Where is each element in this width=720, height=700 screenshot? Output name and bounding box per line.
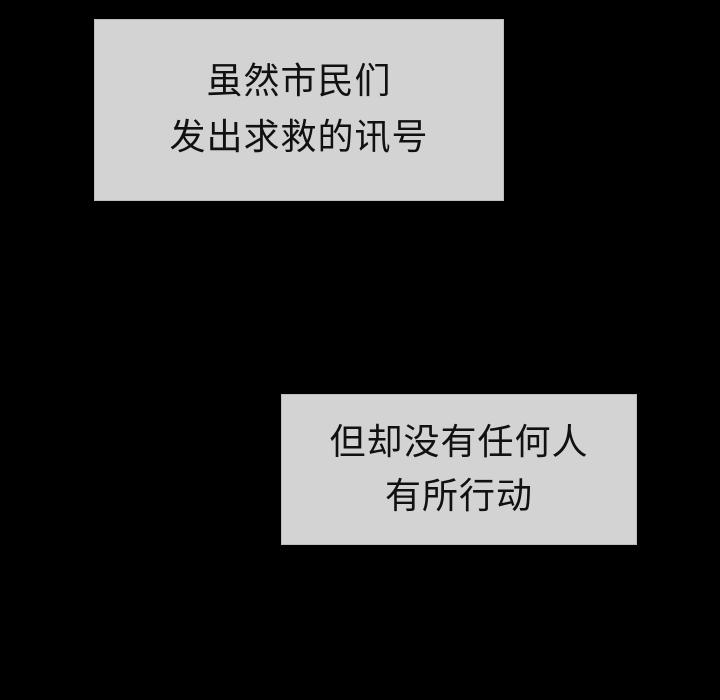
caption-line: 虽然市民们 bbox=[206, 61, 392, 102]
caption-box-bottom: 但却没有任何人 有所行动 bbox=[281, 394, 637, 545]
caption-line: 发出求救的讯号 bbox=[169, 117, 429, 158]
caption-line: 有所行动 bbox=[384, 475, 533, 517]
caption-box-top: 虽然市民们 发出求救的讯号 bbox=[94, 19, 504, 201]
caption-line: 但却没有任何人 bbox=[329, 421, 589, 463]
